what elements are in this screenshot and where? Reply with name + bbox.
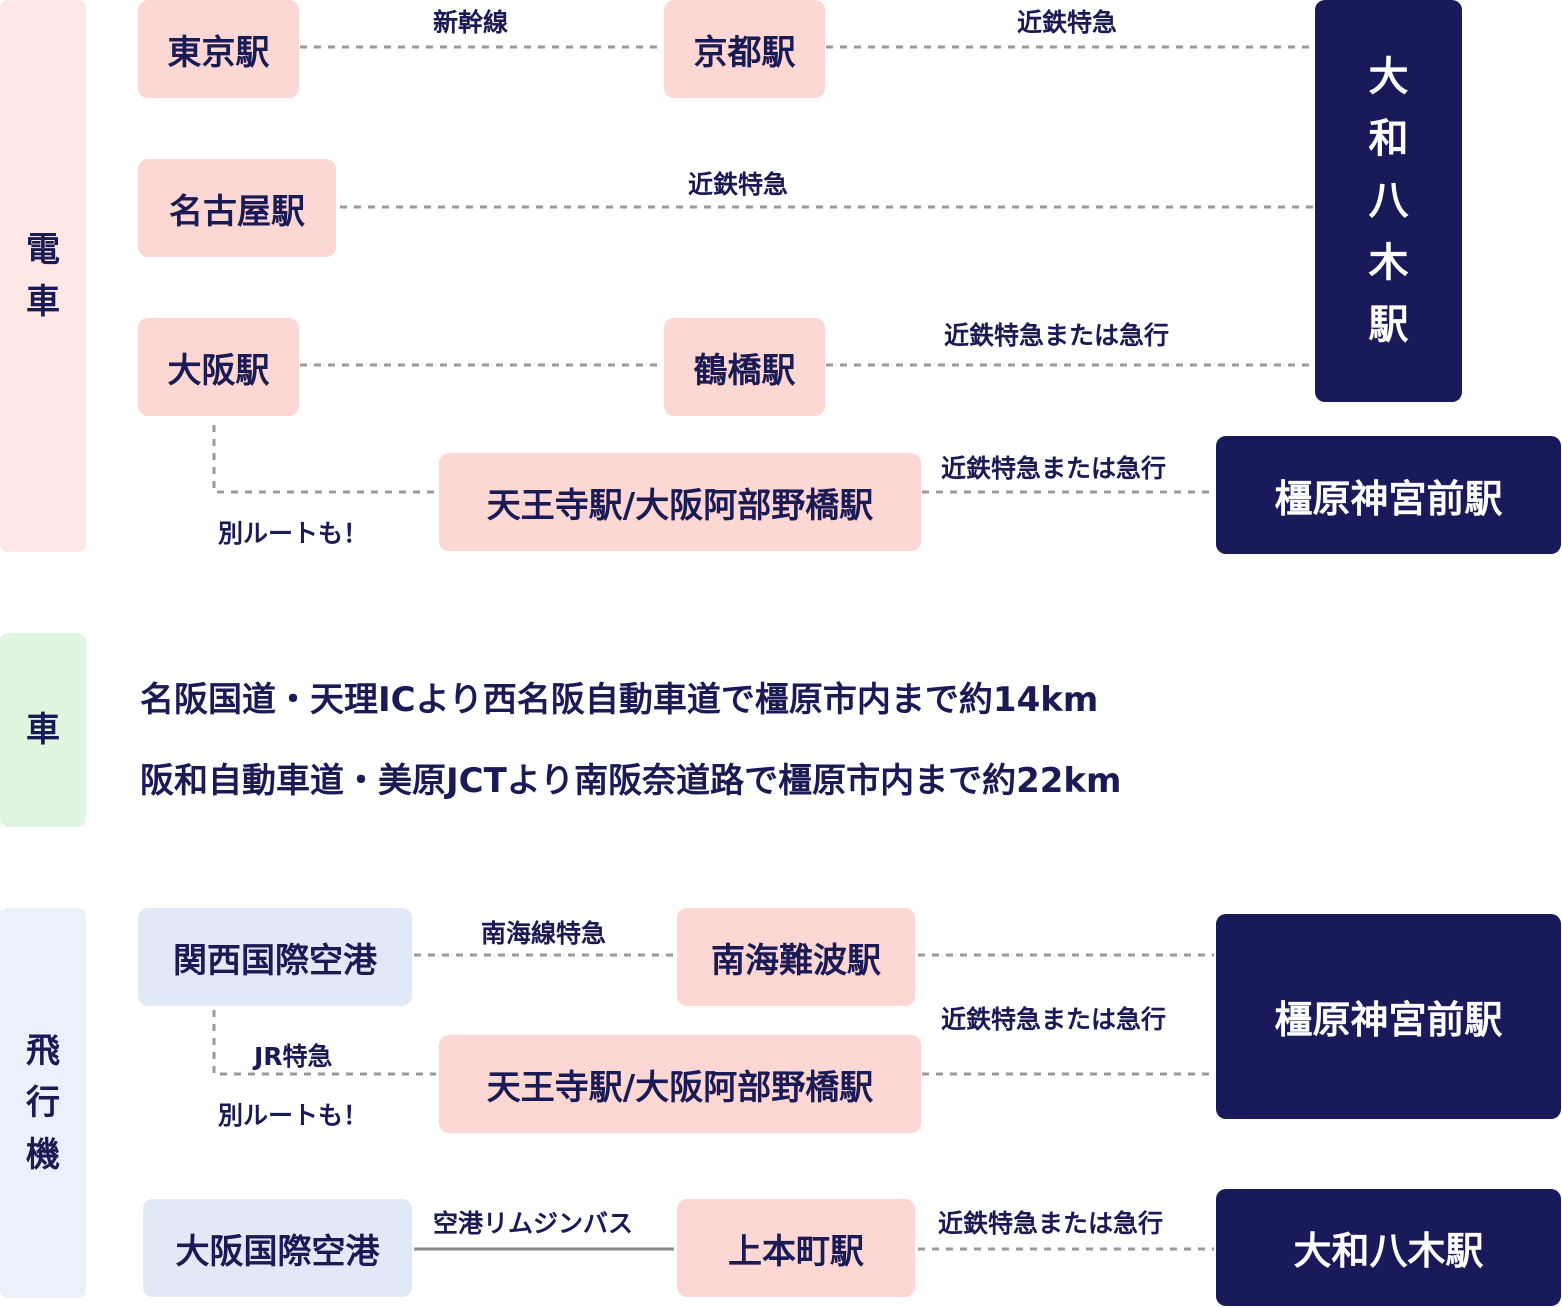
label-jr-express: JR特急 (254, 1042, 333, 1071)
line-osaka-tennoji (212, 425, 436, 494)
station-osaka: 大阪駅 (138, 318, 299, 416)
label-shinkansen: 新幹線 (433, 8, 509, 37)
category-plane-char: 行 (26, 1083, 60, 1123)
label-kintetsu-or-local: 近鉄特急または急行 (944, 321, 1170, 350)
destination-char: 駅 (1368, 302, 1409, 348)
label-kintetsu-express: 近鉄特急 (1017, 8, 1118, 37)
car-route-1: 名阪国道・天理ICより西名阪自動車道で橿原市内まで約14km (140, 680, 1099, 720)
station-kyoto: 京都駅 (664, 0, 825, 98)
label-airport-bus: 空港リムジンバス (433, 1209, 634, 1238)
airport-osaka-itami: 大阪国際空港 (143, 1199, 412, 1297)
station-tsuruhashi: 鶴橋駅 (664, 318, 825, 416)
label-kintetsu-or-local: 近鉄特急または急行 (941, 454, 1167, 483)
category-plane-char: 機 (26, 1135, 60, 1175)
label-alt-route: 別ルートも！ (218, 519, 369, 548)
label-kintetsu-express: 近鉄特急 (688, 170, 789, 199)
station-nagoya: 名古屋駅 (138, 159, 336, 257)
category-plane: 飛 行 機 (0, 908, 86, 1298)
label-kintetsu-or-local: 近鉄特急または急行 (941, 1005, 1167, 1034)
category-plane-char: 飛 (26, 1031, 60, 1071)
line-kansai-tennoji (212, 1010, 436, 1076)
label-alt-route: 別ルートも！ (218, 1101, 369, 1130)
destination-char: 木 (1368, 240, 1409, 286)
destination-kashiharajingumae: 橿原神宮前駅 (1216, 436, 1561, 554)
destination-char: 大 (1368, 54, 1409, 100)
station-tokyo: 東京駅 (138, 0, 299, 98)
category-train-char: 車 (26, 282, 60, 322)
destination-char: 和 (1368, 116, 1409, 162)
destination-char: 八 (1368, 178, 1409, 224)
label-kintetsu-or-local: 近鉄特急または急行 (938, 1209, 1164, 1238)
car-route-2: 阪和自動車道・美原JCTより南阪奈道路で橿原市内まで約22km (140, 761, 1122, 801)
category-train: 電 車 (0, 0, 86, 552)
category-car-char: 車 (26, 710, 60, 750)
destination-yamato-yagi: 大和八木駅 (1216, 1189, 1561, 1306)
station-uehommachi: 上本町駅 (677, 1199, 915, 1297)
station-nankai-namba: 南海難波駅 (677, 908, 915, 1006)
destination-yamato-yagi: 大 和 八 木 駅 (1315, 0, 1462, 402)
destination-kashiharajingumae: 橿原神宮前駅 (1216, 914, 1561, 1119)
station-tennoji: 天王寺駅/大阪阿部野橋駅 (439, 1035, 921, 1133)
station-tennoji: 天王寺駅/大阪阿部野橋駅 (439, 453, 921, 551)
category-car: 車 (0, 633, 86, 827)
airport-kansai: 関西国際空港 (138, 908, 412, 1006)
category-train-char: 電 (26, 230, 60, 270)
label-nankai-express: 南海線特急 (481, 919, 607, 948)
